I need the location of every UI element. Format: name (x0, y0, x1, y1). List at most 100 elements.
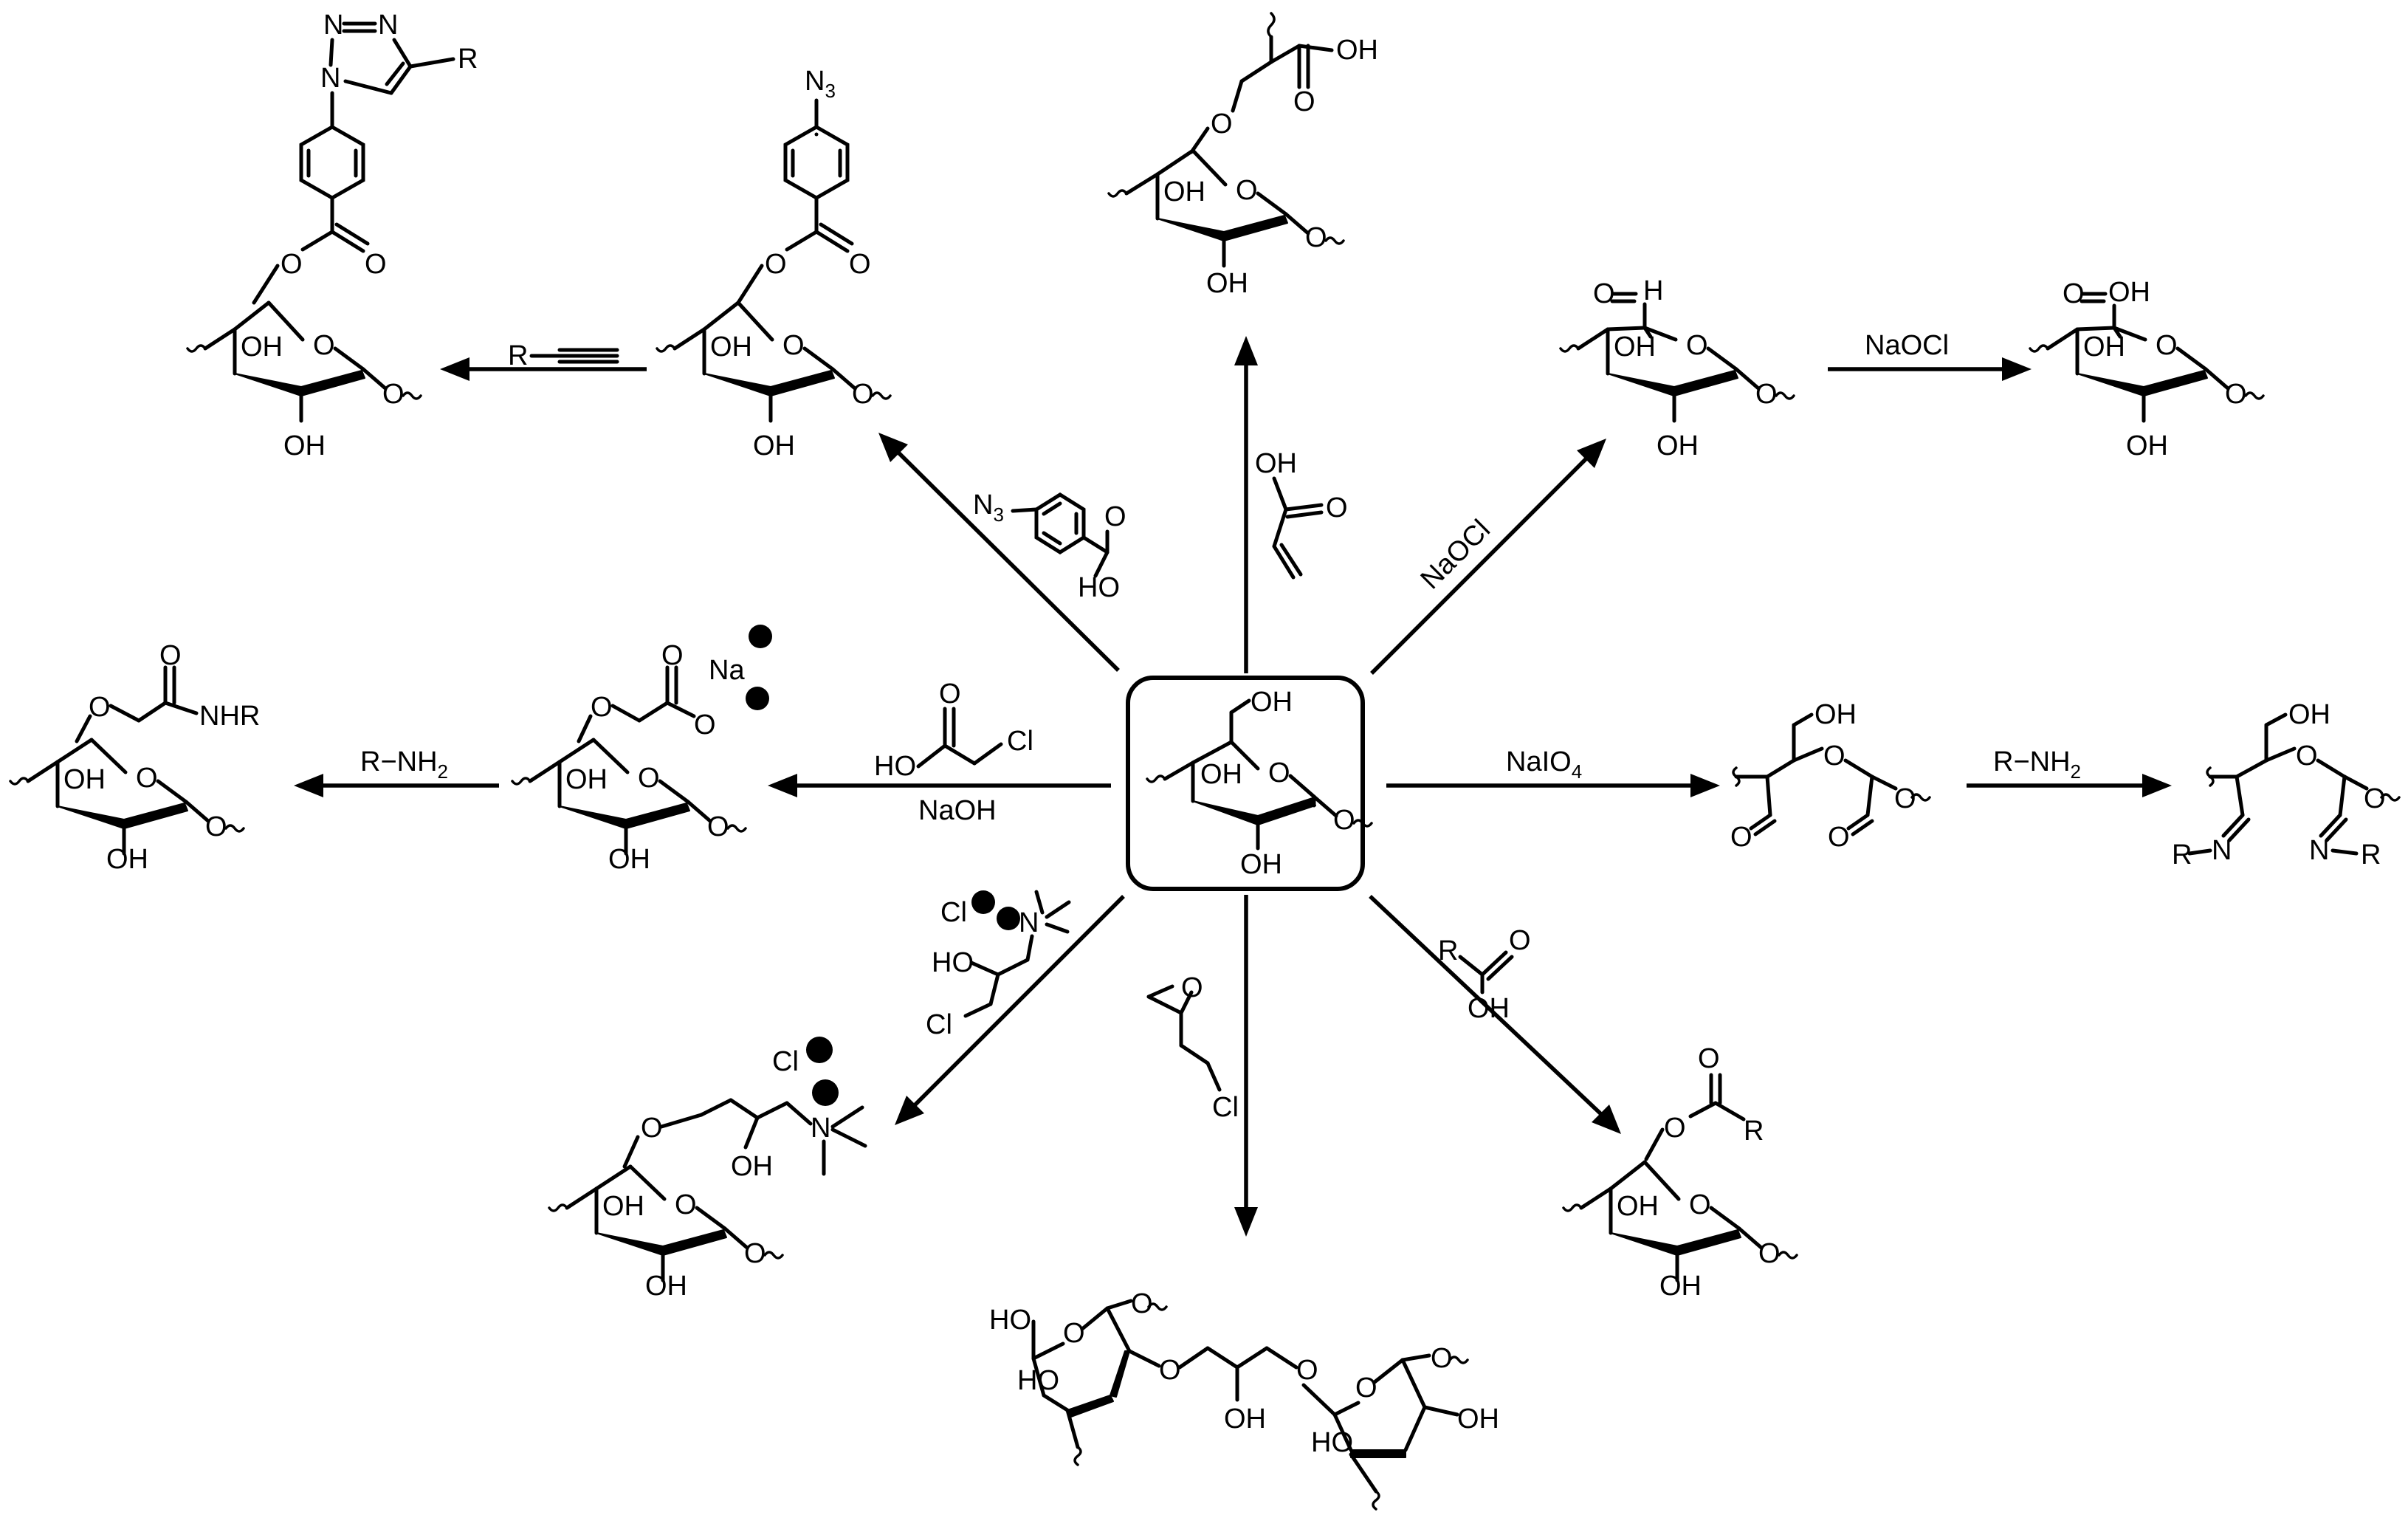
svg-text:H: H (1643, 275, 1663, 306)
svg-text:OH: OH (710, 331, 752, 363)
svg-text:NHR: NHR (199, 701, 260, 732)
product-dialdehyde: OH O O O O (1730, 699, 1931, 853)
svg-text:OH: OH (106, 844, 148, 875)
svg-text:O: O (849, 249, 871, 280)
svg-text:OH: OH (1617, 1191, 1659, 1222)
product-aldehyde: O H O OH OH O (1559, 275, 1795, 461)
svg-text:OH: OH (2126, 430, 2168, 461)
svg-text:O: O (281, 249, 303, 280)
svg-text:OH: OH (1614, 331, 1656, 363)
svg-text:N: N (320, 63, 340, 94)
product-diimine: OH O O N R N R (2172, 699, 2401, 870)
svg-text:O: O (1593, 278, 1615, 309)
svg-text:O: O (694, 710, 716, 741)
svg-text:O: O (2156, 330, 2178, 361)
svg-text:O: O (1431, 1343, 1453, 1374)
svg-text:O: O (1159, 1355, 1181, 1386)
svg-text:O: O (1664, 1113, 1686, 1144)
svg-text:OH: OH (1200, 759, 1242, 790)
reagent-quat-ammonium: Cl − HO N + Cl (926, 890, 1071, 1040)
svg-text:OH: OH (1657, 430, 1699, 461)
svg-text:O: O (1698, 1043, 1720, 1074)
svg-text:OH: OH (645, 1271, 687, 1302)
reagent-amine-imine: R−NH2 (1993, 746, 2081, 783)
reagent-naocl-ne: NaOCl (1415, 514, 1496, 595)
svg-text:N: N (323, 10, 343, 41)
svg-text:HO: HO (1311, 1427, 1353, 1458)
reagent-naio4: NaIO4 (1506, 746, 1582, 783)
svg-text:O: O (1689, 1189, 1711, 1220)
svg-text:N: N (378, 10, 398, 41)
svg-text:O: O (1104, 501, 1126, 532)
product-azidobenzoate: N3 O O O OH OH O (656, 66, 892, 461)
svg-text:HO: HO (1017, 1365, 1059, 1396)
svg-text:O: O (89, 692, 111, 723)
svg-text:OH: OH (1659, 1271, 1702, 1302)
svg-text:O: O (1236, 175, 1258, 206)
central-cellulose-unit: O OH OH OH O (1126, 676, 1373, 891)
svg-text:N3: N3 (973, 489, 1004, 526)
svg-text:O: O (365, 249, 387, 280)
svg-text:OH: OH (283, 430, 326, 461)
svg-text:O: O (852, 379, 874, 410)
svg-text:−: − (750, 688, 763, 712)
svg-text:N3: N3 (805, 66, 836, 102)
svg-text:O: O (1181, 972, 1203, 1003)
svg-text:O: O (1296, 1355, 1318, 1386)
svg-text:Cl: Cl (926, 1009, 952, 1040)
svg-text:O: O (1894, 783, 1916, 814)
svg-text:OH: OH (1163, 176, 1205, 207)
svg-text:OH: OH (1255, 448, 1297, 479)
svg-text:Cl: Cl (940, 897, 967, 928)
svg-text:Cl: Cl (1007, 726, 1033, 757)
central-box (1126, 676, 1365, 891)
reagent-acrylic-acid: OH O (1255, 448, 1348, 580)
svg-text:OH: OH (608, 844, 650, 875)
product-triazole: N N N R O O O OH (186, 10, 478, 461)
svg-text:N: N (1019, 907, 1039, 938)
reagent-azidobenzoic-acid: N3 O HO (973, 489, 1126, 603)
reagent-alkyne: R (508, 340, 619, 371)
svg-text:O: O (1326, 492, 1348, 523)
svg-text:Cl: Cl (1212, 1092, 1239, 1123)
svg-text:O: O (1758, 1238, 1781, 1269)
svg-text:O: O (1686, 330, 1708, 361)
svg-text:R: R (2172, 839, 2192, 870)
svg-text:OH: OH (1206, 268, 1248, 299)
svg-text:N: N (2212, 835, 2232, 866)
svg-text:HO: HO (1078, 572, 1120, 603)
svg-text:O: O (641, 1113, 663, 1144)
svg-text:Cl: Cl (772, 1046, 799, 1077)
svg-text:N: N (2309, 835, 2329, 866)
svg-text:OH: OH (1468, 993, 1510, 1024)
svg-text:HO: HO (874, 751, 916, 782)
svg-text:O: O (675, 1189, 697, 1220)
svg-text:O: O (765, 249, 787, 280)
svg-text:OH: OH (1224, 1404, 1266, 1435)
svg-text:O: O (1823, 741, 1845, 772)
svg-text:OH: OH (1457, 1404, 1499, 1435)
reagent-epichlorohydrin: O Cl (1146, 972, 1239, 1123)
svg-text:O: O (313, 330, 335, 361)
product-carboxymethyl-sodium: O O O Na + − O OH OH O (511, 625, 772, 875)
product-uronic-acid: O OH O OH OH O (2029, 277, 2265, 461)
svg-text:+: + (752, 626, 766, 650)
svg-text:+: + (816, 1081, 830, 1107)
reagent-amine-amide: R−NH2 (360, 746, 448, 783)
svg-text:R: R (1438, 935, 1458, 966)
svg-text:N: N (811, 1113, 830, 1144)
svg-text:OH: OH (602, 1191, 644, 1222)
svg-text:O: O (1305, 222, 1327, 253)
svg-text:−: − (976, 892, 989, 916)
svg-text:O: O (159, 640, 182, 671)
svg-text:R: R (508, 340, 528, 371)
svg-text:R: R (2361, 839, 2381, 870)
svg-text:O: O (1828, 822, 1850, 853)
svg-text:OH: OH (63, 764, 106, 795)
reagent-carboxylic-acid: R O OH (1438, 925, 1531, 1024)
svg-text:O: O (2225, 379, 2247, 410)
product-amide: O O NHR O OH OH O (9, 640, 260, 875)
svg-text:O: O (2296, 741, 2318, 772)
svg-text:OH: OH (1814, 699, 1857, 730)
